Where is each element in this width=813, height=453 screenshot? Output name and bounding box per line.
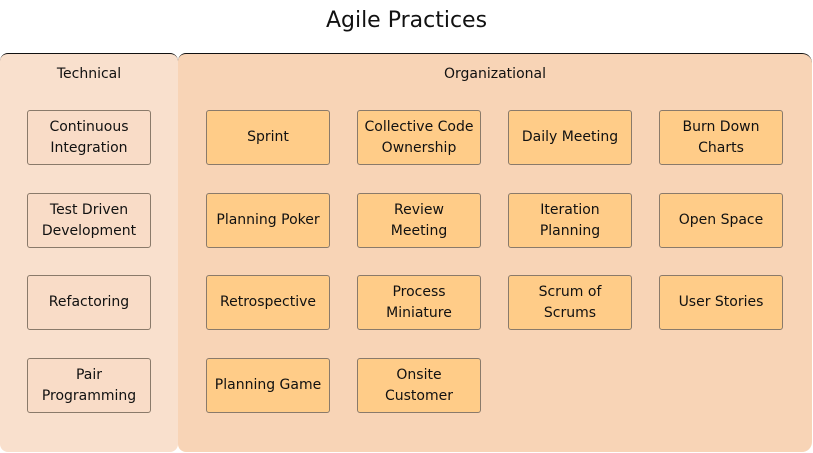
practice-daily-meeting[interactable]: Daily Meeting [508,110,632,165]
practice-planning-game[interactable]: Planning Game [206,358,330,413]
practice-pair-programming[interactable]: Pair Programming [27,358,151,413]
practice-review-meeting[interactable]: Review Meeting [357,193,481,248]
practice-iteration-planning[interactable]: Iteration Planning [508,193,632,248]
practice-user-stories[interactable]: User Stories [659,275,783,330]
practice-burn-down-charts[interactable]: Burn Down Charts [659,110,783,165]
practice-open-space[interactable]: Open Space [659,193,783,248]
practice-planning-poker[interactable]: Planning Poker [206,193,330,248]
practice-sprint[interactable]: Sprint [206,110,330,165]
practice-test-driven-development[interactable]: Test Driven Development [27,193,151,248]
practice-retrospective[interactable]: Retrospective [206,275,330,330]
practice-refactoring[interactable]: Refactoring [27,275,151,330]
organizational-panel: Organizational Sprint Collective Code Ow… [178,53,812,452]
practice-collective-code-ownership[interactable]: Collective Code Ownership [357,110,481,165]
organizational-label: Organizational [444,66,546,82]
practice-process-miniature[interactable]: Process Miniature [357,275,481,330]
practice-scrum-of-scrums[interactable]: Scrum of Scrums [508,275,632,330]
technical-label: Technical [56,66,122,82]
diagram-title: Agile Practices [325,8,488,33]
practice-onsite-customer[interactable]: Onsite Customer [357,358,481,413]
practice-continuous-integration[interactable]: Continuous Integration [27,110,151,165]
technical-panel: Technical Continuous Integration Test Dr… [0,53,178,452]
